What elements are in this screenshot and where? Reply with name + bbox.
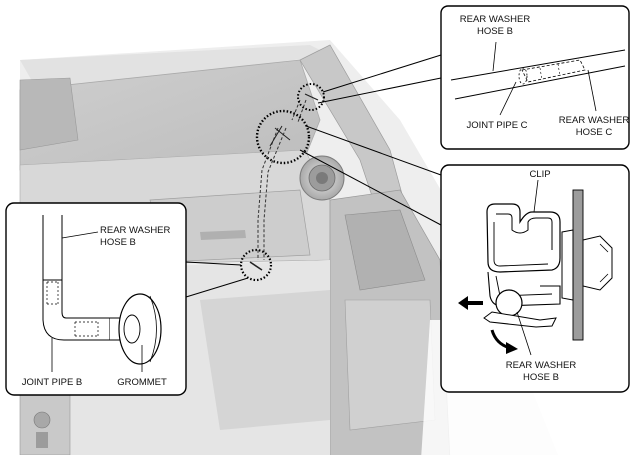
rear-washer-hose-b-section: [495, 289, 523, 317]
location-circle-clip: [255, 109, 311, 165]
callout-panel-joint-b: REAR WASHER HOSE B JOINT PIPE B GROMMET: [5, 202, 187, 396]
callout-panel-clip: CLIP REAR WASHER HOSE B: [440, 164, 630, 393]
hose-routing-path: [257, 99, 307, 260]
label-joint-pipe-b: JOINT PIPE B: [22, 377, 83, 388]
body-panel-plate: [572, 189, 584, 341]
label-clip: CLIP: [529, 169, 550, 180]
label-joint-pipe-c: JOINT PIPE C: [466, 120, 527, 131]
callout-leaders: [185, 54, 442, 298]
pull-arrow: [458, 296, 483, 310]
rear-washer-hose-b-tube-left: [42, 215, 63, 280]
location-circle-joint-c: [297, 83, 325, 111]
label-rear-washer-hose-b-left-l2: HOSE B: [100, 237, 136, 248]
label-rear-washer-hose-c-l1: REAR WASHER: [559, 115, 630, 126]
dashboard: [19, 59, 321, 171]
clip-shape: [486, 203, 561, 273]
rear-washer-hose-b-tube: [450, 49, 626, 81]
label-rear-washer-hose-b-top-l1: REAR WASHER: [460, 14, 531, 25]
label-rear-washer-hose-b-left-l1: REAR WASHER: [100, 225, 171, 236]
label-rear-washer-hose-b-top-l2: HOSE B: [477, 26, 513, 37]
label-rear-washer-hose-c-l2: HOSE C: [576, 127, 613, 138]
label-grommet: GROMMET: [117, 377, 167, 388]
label-rear-washer-hose-b-right-l1: REAR WASHER: [506, 360, 577, 371]
joint-pipe-c: [521, 59, 586, 83]
label-rear-washer-hose-b-right-l2: HOSE B: [523, 372, 559, 383]
callout-panel-joint-c: REAR WASHER HOSE B JOINT PIPE C REAR WAS…: [440, 5, 630, 150]
